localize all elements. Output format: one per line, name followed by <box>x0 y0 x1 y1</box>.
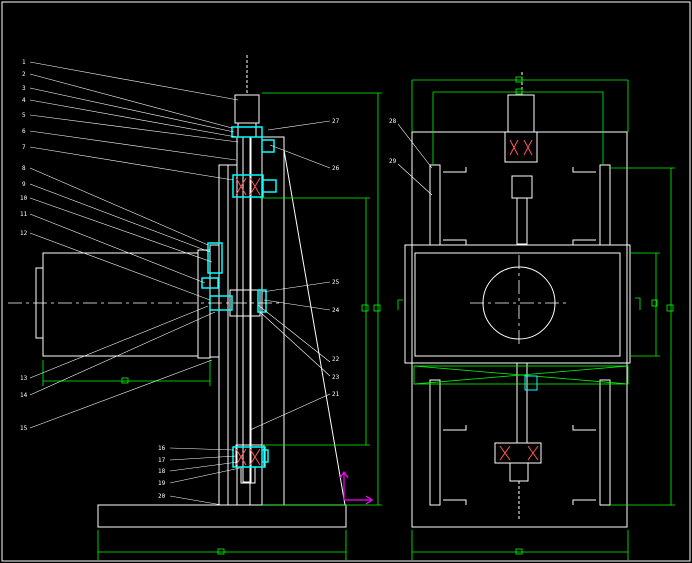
part-label: 23 <box>332 374 340 381</box>
lower-bearing-seat <box>232 446 266 468</box>
part-label: 12 <box>20 230 28 237</box>
cylinder-section <box>482 266 556 340</box>
right-dimensions <box>397 76 675 560</box>
left-cyan-components <box>201 126 277 468</box>
part-label: 16 <box>158 445 166 452</box>
left-side-view <box>35 55 347 528</box>
left-bearings <box>235 177 261 466</box>
part-label: 22 <box>332 356 340 363</box>
part-label: 17 <box>158 457 166 464</box>
part-label: 8 <box>22 165 26 172</box>
part-label: 29 <box>389 158 397 165</box>
part-label: 25 <box>332 279 340 286</box>
leader-lines <box>29 61 331 506</box>
part-label: 19 <box>158 480 166 487</box>
frame-outer <box>411 131 628 528</box>
right-centerlines <box>470 255 568 348</box>
diagonal-brace <box>283 149 346 506</box>
part-label: 20 <box>158 493 166 500</box>
left-dimensions <box>42 92 382 560</box>
axis-marker <box>339 470 374 505</box>
part-label: 27 <box>332 118 340 125</box>
part-label: 28 <box>389 118 397 125</box>
upper-bearing-seat <box>232 174 264 198</box>
part-label: 13 <box>20 375 28 382</box>
part-label: 11 <box>20 211 28 218</box>
part-label: 1 <box>22 59 26 66</box>
part-label: 21 <box>332 391 340 398</box>
top-coupling <box>231 126 263 138</box>
right-part-labels: 28 29 <box>389 118 397 165</box>
right-cyan-components <box>524 375 538 391</box>
part-label: 3 <box>22 85 26 92</box>
part-label: 6 <box>22 128 26 135</box>
cylinder-body <box>42 252 199 357</box>
right-leader-lines <box>397 123 433 196</box>
part-label: 4 <box>22 97 26 104</box>
right-front-view <box>404 72 631 528</box>
clamp-bracket <box>207 242 223 274</box>
left-part-labels: 1 2 3 4 5 6 7 8 9 10 11 12 13 14 15 16 1… <box>20 59 340 500</box>
part-label: 7 <box>22 144 26 151</box>
part-label: 14 <box>20 392 28 399</box>
part-label: 5 <box>22 112 26 119</box>
top-motor <box>234 94 260 124</box>
part-label: 18 <box>158 468 166 475</box>
part-label: 9 <box>22 181 26 188</box>
part-label: 26 <box>332 165 340 172</box>
part-label: 15 <box>20 425 28 432</box>
base-plate <box>97 504 347 528</box>
part-label: 24 <box>332 307 340 314</box>
part-label: 2 <box>22 71 26 78</box>
part-label: 10 <box>20 195 28 202</box>
right-bearings <box>499 139 539 461</box>
middle-carriage <box>404 244 631 364</box>
right-top-motor <box>507 94 535 133</box>
